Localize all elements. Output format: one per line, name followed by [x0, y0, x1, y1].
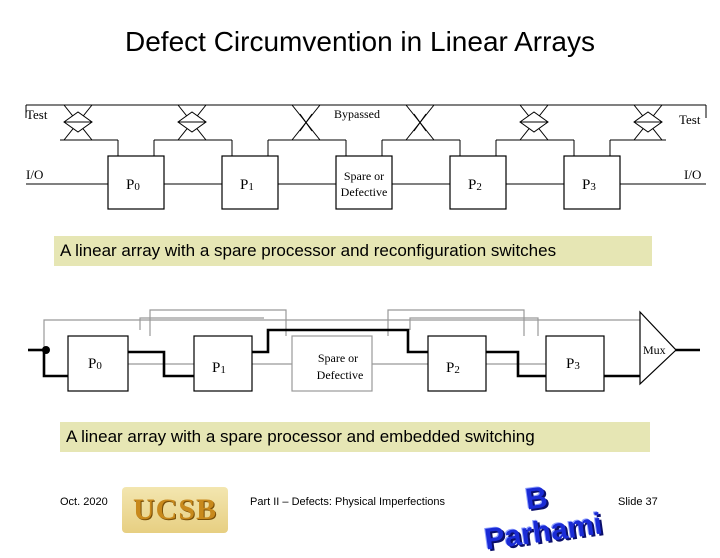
switch-3-bypass	[268, 104, 346, 141]
switch-4-bypass	[382, 104, 460, 141]
test-label-left: Test	[26, 107, 48, 122]
ucsb-logo-text: UCSB	[132, 493, 218, 526]
caption-diagram-1: A linear array with a spare processor an…	[54, 236, 652, 266]
spare-label-1: Spare or	[344, 169, 384, 183]
processor-p0-label: P0	[126, 177, 140, 193]
processor-p0-box	[107, 155, 165, 210]
slide-title: Defect Circumvention in Linear Arrays	[125, 26, 595, 57]
io-label-left: I/O	[26, 167, 43, 182]
switch-6	[610, 104, 666, 141]
processor-p1-label-2: P1	[212, 360, 226, 376]
author-logo: B Parhami	[478, 480, 605, 557]
switch-5	[496, 104, 574, 141]
caption-diagram-2: A linear array with a spare processor an…	[60, 422, 650, 452]
author-logo-text: B Parhami	[482, 480, 605, 557]
input-node	[42, 346, 50, 354]
diagram-canvas: Test Test I/O I/O Bypassed P0 P1 Spare o…	[25, 104, 707, 392]
processor-p2-label: P2	[468, 177, 482, 193]
footer-date: Oct. 2020	[60, 496, 108, 508]
test-label-right: Test	[679, 112, 701, 127]
processor-p0-label-2: P0	[88, 356, 102, 372]
diagram-embedded-switching: Mux P0 P1 Spare or Defective P2 P3	[28, 309, 700, 392]
path-bypass	[252, 328, 428, 354]
spare-label-2: Defective	[341, 185, 388, 199]
processor-p3-box-2	[545, 335, 605, 392]
switch-1	[60, 104, 118, 141]
processor-p2-box	[449, 155, 507, 210]
footer-section-title: Part II – Defects: Physical Imperfection…	[250, 496, 446, 508]
processor-p3-label: P3	[582, 177, 596, 193]
spare-processor-box	[335, 155, 393, 210]
mux-symbol	[639, 310, 677, 386]
path-p0-p1	[128, 350, 194, 378]
processor-p1-box	[221, 155, 279, 210]
ucsb-logo: UCSB	[122, 487, 228, 533]
processor-p2-label-2: P2	[446, 360, 460, 376]
processor-p1-box-2	[193, 335, 253, 392]
path-p2-p3	[486, 350, 546, 378]
io-label-right: I/O	[684, 167, 701, 182]
processor-p3-box	[563, 155, 621, 210]
switch-2	[154, 104, 232, 141]
mux-label: Mux	[643, 343, 666, 357]
spare-processor-box-2	[291, 335, 373, 392]
diagram-reconfiguration-switches: Test Test I/O I/O Bypassed P0 P1 Spare o…	[25, 104, 707, 210]
slide-number: Slide 37	[618, 496, 658, 508]
processor-p3-label-2: P3	[566, 356, 580, 372]
input-line	[42, 350, 68, 378]
spare-label-2a: Spare or	[318, 351, 358, 365]
bypassed-label: Bypassed	[334, 107, 380, 121]
processor-p0-box-2	[67, 335, 129, 392]
processor-p2-box-2	[427, 335, 487, 392]
spare-label-2b: Defective	[317, 368, 364, 382]
processor-p1-label: P1	[240, 177, 254, 193]
